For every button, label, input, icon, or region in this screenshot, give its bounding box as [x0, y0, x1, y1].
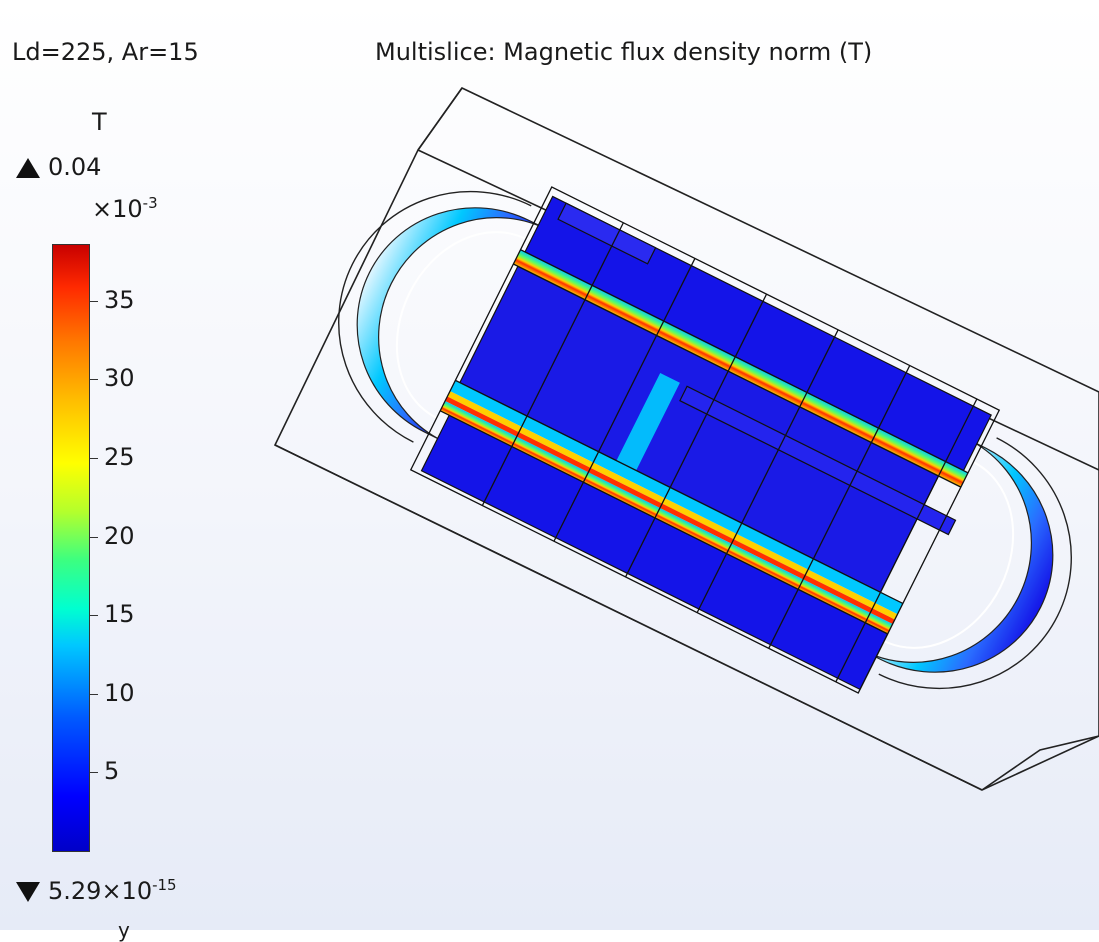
colorbar-tick-label: 25 — [104, 443, 135, 471]
colorbar-tick — [90, 301, 98, 302]
colorbar-max-value: 0.04 — [48, 153, 102, 181]
multiplier-base: ×10 — [92, 195, 143, 223]
colorbar-min-exponent: -15 — [152, 876, 177, 894]
colorbar-tick — [90, 694, 98, 695]
colorbar-tick-label: 20 — [104, 522, 135, 550]
colorbar-max: 0.04 — [16, 153, 101, 181]
colorbar-tick-label: 5 — [104, 757, 120, 785]
flux-stripes — [440, 249, 968, 634]
colorbar-tick — [90, 379, 98, 380]
colorbar-tick — [90, 615, 98, 616]
colorbar-min-base: 5.29×10 — [48, 877, 153, 905]
inner-wireframe — [409, 186, 1001, 694]
colorbar-tick-label: 30 — [104, 364, 135, 392]
min-triangle-icon — [16, 882, 40, 902]
colorbar — [52, 244, 90, 852]
colorbar-tick — [90, 772, 98, 773]
multiplier-exponent: -3 — [142, 194, 158, 212]
colorbar-tick — [90, 537, 98, 538]
colorbar-multiplier: ×10-3 — [92, 195, 158, 223]
colorbar-tick-label: 15 — [104, 600, 135, 628]
plot-title: Multislice: Magnetic flux density norm (… — [375, 38, 873, 66]
left-end-cap — [338, 190, 548, 443]
colorbar-unit: T — [92, 108, 107, 136]
colorbar-min: 5.29×10-15 — [16, 877, 177, 905]
colorbar-tick-label: 10 — [104, 679, 135, 707]
max-triangle-icon — [16, 158, 40, 178]
parameter-label: Ld=225, Ar=15 — [12, 38, 199, 66]
colorbar-tick-label: 35 — [104, 286, 135, 314]
colorbar-tick — [90, 458, 98, 459]
